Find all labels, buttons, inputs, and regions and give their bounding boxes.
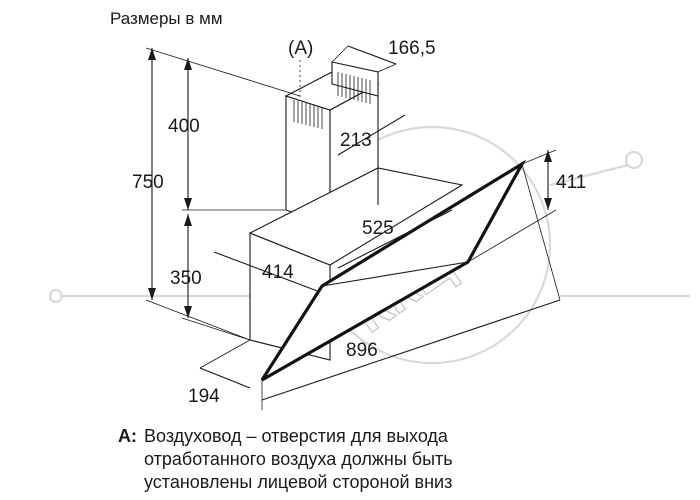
page-title: Размеры в мм bbox=[110, 9, 223, 28]
dim-line-414 bbox=[213, 251, 321, 293]
dim-line-194 bbox=[199, 367, 251, 389]
dim-line-213 bbox=[337, 114, 406, 156]
watermark-dot-left bbox=[48, 288, 64, 304]
dim-750: 750 bbox=[132, 172, 164, 193]
legend-note: A: Воздуховод – отверстия для выхода отр… bbox=[118, 425, 678, 494]
dim-166: 166,5 bbox=[388, 38, 436, 59]
ext-bottom bbox=[145, 299, 251, 341]
dim-525: 525 bbox=[362, 218, 394, 239]
legend-line-1: Воздуховод – отверстия для выхода bbox=[144, 426, 448, 446]
dim-350: 350 bbox=[170, 268, 202, 289]
watermark-dot-right bbox=[624, 150, 644, 170]
dim-line-166 bbox=[347, 45, 397, 65]
dim-194: 194 bbox=[188, 386, 220, 407]
dim-411: 411 bbox=[556, 172, 586, 193]
dim-line-525 bbox=[337, 209, 453, 269]
dim-line-896 bbox=[261, 299, 561, 401]
dimension-lines bbox=[145, 45, 561, 410]
dim-896: 896 bbox=[346, 340, 378, 361]
ext-lower bbox=[181, 317, 251, 341]
legend-lines: Воздуховод – отверстия для выхода отрабо… bbox=[144, 425, 678, 494]
hood-body bbox=[248, 159, 527, 382]
label-a: (A) bbox=[288, 38, 313, 59]
legend-line-3: установлены лицевой стороной вниз bbox=[144, 472, 453, 492]
dim-213: 213 bbox=[340, 130, 372, 151]
watermark-line-upper bbox=[549, 163, 629, 187]
body-top-face bbox=[248, 167, 464, 266]
legend-line-2: отработанного воздуха должны быть bbox=[144, 449, 453, 469]
vent-slots-right bbox=[337, 72, 371, 104]
chimney-inner-top bbox=[331, 61, 379, 97]
vent-slots-left bbox=[293, 100, 323, 129]
hood-dimension-drawing: ККЦ bbox=[48, 9, 690, 410]
glass-inner-edge bbox=[321, 261, 469, 287]
dim-400: 400 bbox=[168, 116, 200, 137]
dim-414: 414 bbox=[262, 262, 294, 283]
legend-key: A: bbox=[118, 426, 137, 446]
ext-top bbox=[145, 47, 301, 97]
